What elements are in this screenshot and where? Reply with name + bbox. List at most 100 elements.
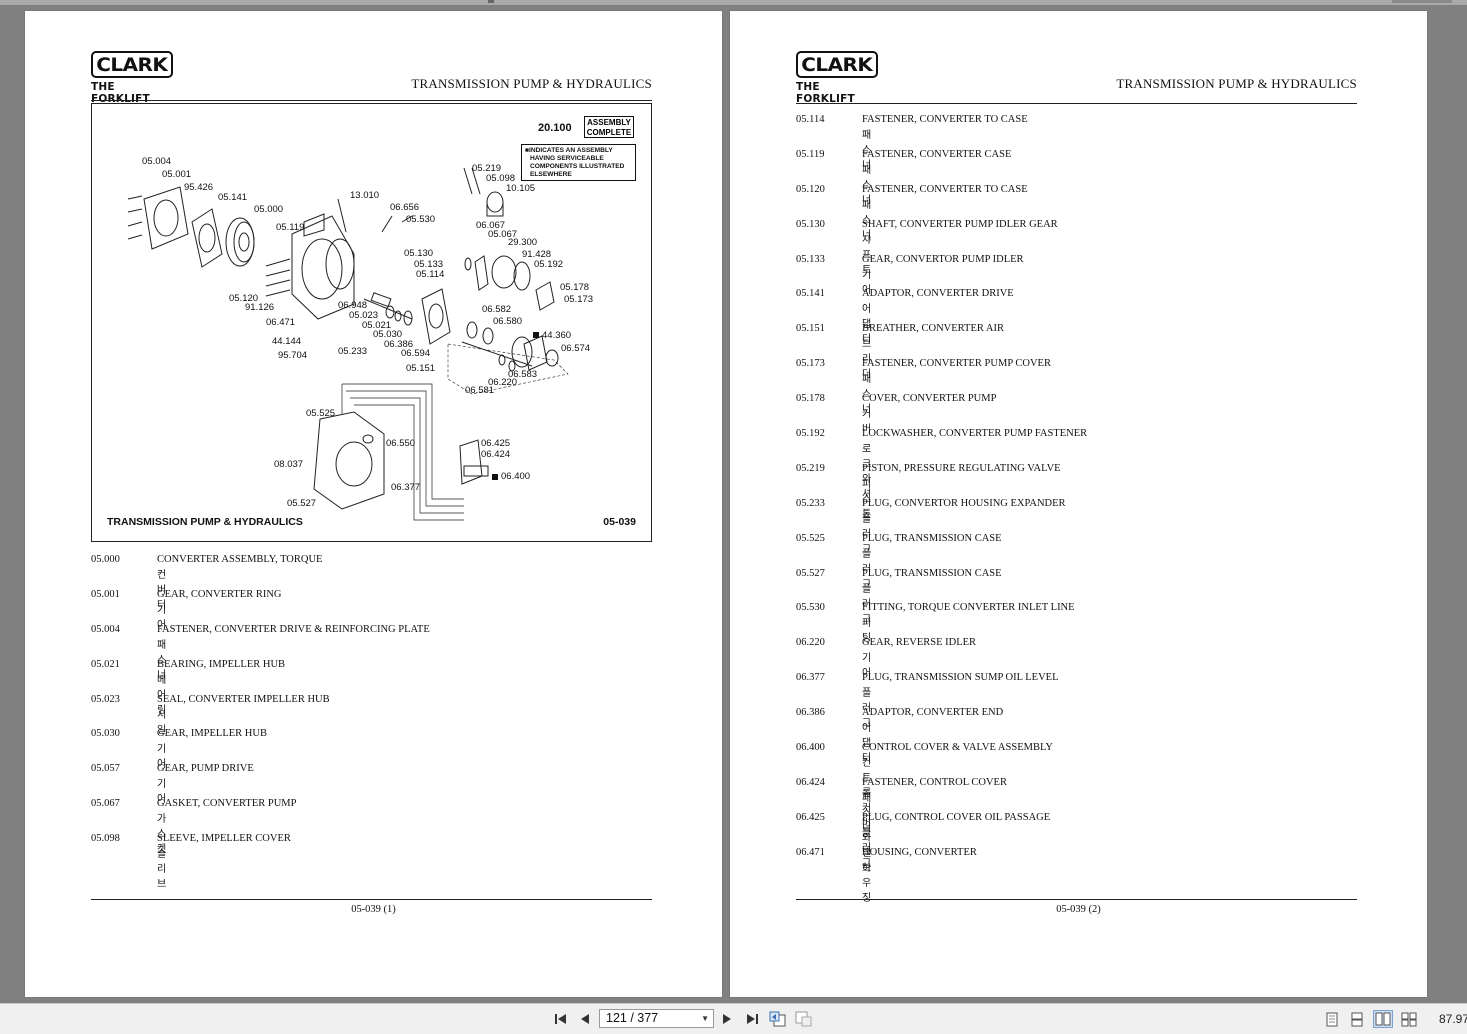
last-page-icon [747, 1014, 758, 1024]
part-korean: 기어 [157, 604, 167, 631]
facing-view-button[interactable] [1373, 1010, 1393, 1028]
callout: 05.021 [362, 320, 391, 331]
figure-caption: TRANSMISSION PUMP & HYDRAULICS [107, 516, 303, 528]
figure-number: 05-039 [603, 516, 636, 528]
pump-housing-shape [421, 288, 451, 345]
page-title: TRANSMISSION PUMP & HYDRAULICS [411, 76, 652, 91]
header-rule [796, 103, 1357, 104]
part-number: 05.030 [91, 728, 120, 740]
part-number: 05.178 [796, 393, 825, 405]
part-description: BEARING, IMPELLER HUB [157, 658, 286, 670]
single-page-icon [1326, 1012, 1338, 1026]
logo-text: CLARK [96, 53, 168, 76]
go-back-view-button[interactable] [768, 1010, 788, 1028]
assembly-marker-icon [533, 332, 539, 338]
part-korean: 로크와셔 [862, 444, 872, 501]
callout: 06.580 [493, 316, 522, 327]
first-page-icon [555, 1014, 566, 1024]
part-korean: 기어 [157, 744, 167, 771]
part-korean: 컨트롤커버와밸브 [862, 758, 872, 875]
assembly-label-line: ASSEMBLY [587, 118, 631, 127]
part-description: PLUG, TRANSMISSION SUMP OIL LEVEL [862, 672, 1059, 684]
part-description: ADAPTOR, CONVERTER DRIVE [862, 288, 1014, 300]
next-page-button[interactable] [717, 1010, 737, 1028]
part-description: PLUG, CONVERTOR HOUSING EXPANDER [862, 497, 1066, 509]
part-number: 05.120 [796, 183, 825, 195]
part-description: SLEEVE, IMPELLER COVER [157, 833, 291, 845]
part-number: 05.057 [91, 763, 120, 775]
part-description: FASTENER, CONVERTER TO CASE [862, 114, 1028, 125]
callout: 05.098 [486, 173, 515, 184]
part-number: 05.233 [796, 497, 825, 509]
callout: 06.574 [561, 343, 590, 354]
assembly-note: ■INDICATES AN ASSEMBLY HAVING SERVICEABL… [521, 144, 636, 181]
go-forward-view-button[interactable] [794, 1010, 814, 1028]
callout: 05.178 [560, 282, 589, 293]
page-footer: 05-039 (1) [351, 904, 396, 915]
callout: 06.386 [384, 339, 413, 350]
callout: 06.400 [501, 471, 530, 482]
part-number: 05.219 [796, 462, 825, 474]
control-valve-shape [459, 439, 483, 485]
assembly-label-line: COMPLETE [586, 128, 632, 137]
header-rule [91, 100, 652, 101]
part-number: 06.377 [796, 672, 825, 684]
part-number: 06.400 [796, 742, 825, 754]
note-line: COMPONENTS ILLUSTRATED [530, 163, 625, 170]
part-description: PLUG, CONTROL COVER OIL PASSAGE [862, 811, 1051, 823]
chevron-down-icon[interactable]: ▼ [701, 1014, 709, 1023]
part-korean: 플러그 [862, 583, 872, 625]
part-description: FASTENER, CONTROL COVER [862, 776, 1007, 788]
assembly-legend: 20.100 ASSEMBLY COMPLETE [521, 116, 636, 140]
part-korean: 플러그 [862, 548, 872, 590]
callout: 95.704 [278, 350, 307, 361]
zoom-level[interactable]: 87.97 [1439, 1012, 1467, 1026]
part-description: FITTING, TORQUE CONVERTER INLET LINE [862, 602, 1075, 614]
part-number: 05.021 [91, 658, 120, 670]
last-page-button[interactable] [742, 1010, 762, 1028]
part-korean: 기어 [157, 779, 167, 806]
callout: 05.173 [564, 294, 593, 305]
converter-housing-shape [291, 215, 355, 320]
part-number: 05.001 [91, 588, 120, 600]
continuous-facing-view-button[interactable] [1399, 1010, 1419, 1028]
part-korean: 어댑터 [862, 723, 872, 765]
callout: 13.010 [350, 190, 379, 201]
part-number: 06.471 [796, 846, 825, 858]
part-korean: 플러그 [862, 688, 872, 730]
part-description: CONVERTER ASSEMBLY, TORQUE [157, 554, 323, 565]
continuous-view-button[interactable] [1347, 1010, 1367, 1028]
callout: 05.527 [287, 498, 316, 509]
part-number: 05.023 [91, 693, 120, 705]
part-korean: 패스너 [862, 199, 872, 241]
part-korean: 패스너 [862, 164, 872, 206]
callout: 44.360 [542, 330, 571, 341]
part-number: 05.527 [796, 567, 825, 579]
part-korean: 피스톤 [862, 478, 872, 520]
part-korean: 패스너 [862, 374, 872, 416]
part-number: 05.114 [796, 114, 825, 125]
callout: 05.130 [404, 248, 433, 259]
part-number: 06.425 [796, 811, 825, 823]
page-footer: 05-039 (2) [1056, 904, 1101, 915]
callout: 06.583 [508, 369, 537, 380]
callout: 06.377 [391, 482, 420, 493]
sleeve-shape [486, 191, 504, 213]
callout: 05.192 [534, 259, 563, 270]
page-number-field[interactable]: 121 / 377 ▼ [599, 1009, 714, 1028]
part-number: 05.000 [91, 554, 120, 565]
part-korean: 플러그 [862, 827, 872, 869]
continuous-page-icon [1351, 1012, 1363, 1026]
diagram-drawing: 05.004 05.001 95.426 05.141 05.000 05.11… [127, 156, 593, 521]
first-page-button[interactable] [551, 1010, 571, 1028]
callout: 05.114 [416, 269, 444, 280]
single-page-view-button[interactable] [1322, 1010, 1342, 1028]
part-korean: 패스너 [862, 130, 872, 171]
callout: 05.219 [472, 163, 501, 174]
prev-page-button[interactable] [575, 1010, 595, 1028]
callout: 06.424 [481, 449, 510, 460]
callout: 44.144 [272, 336, 301, 347]
note-line: ■INDICATES AN ASSEMBLY [525, 147, 613, 154]
part-description: FASTENER, CONVERTER CASE [862, 148, 1012, 160]
prev-page-icon [581, 1014, 589, 1024]
